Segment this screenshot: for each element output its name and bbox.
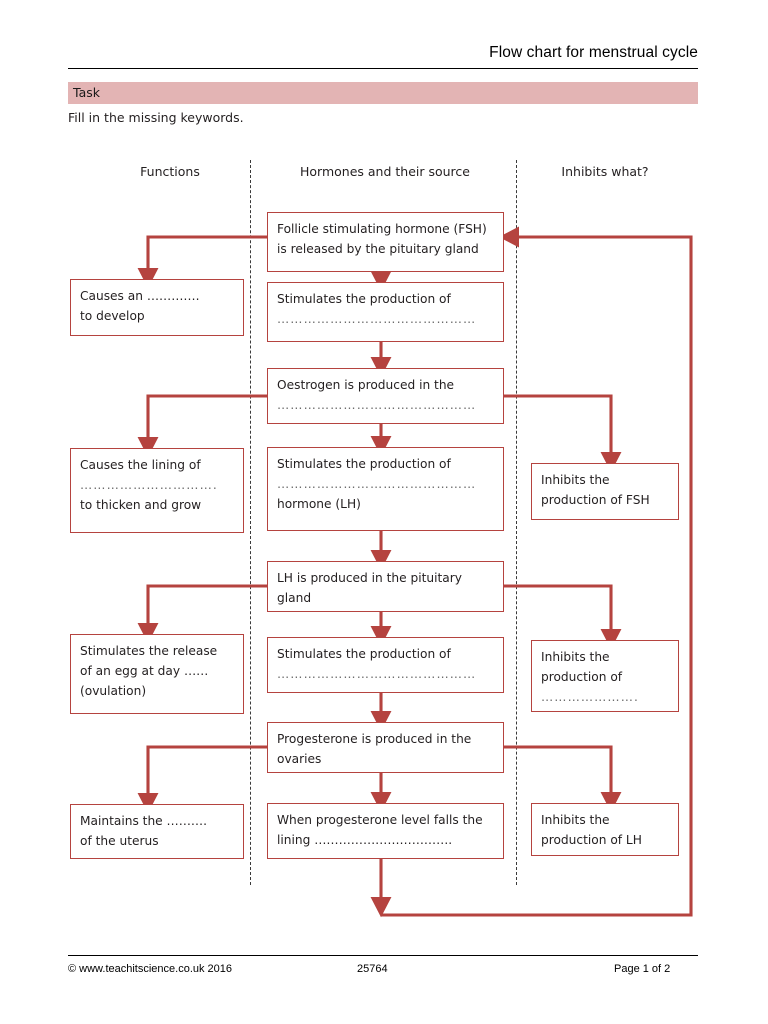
header-rule [68, 68, 698, 69]
box-line: Maintains the ………. [80, 814, 207, 828]
box-lh-stimulates[interactable]: Stimulates the production of ……………………………… [267, 637, 504, 693]
box-line: production of FSH [541, 492, 650, 507]
box-lh-inhibits[interactable]: Inhibits the production of …………………. [531, 640, 679, 712]
box-dotted-blank: …………………………. [80, 477, 218, 492]
box-line: lining ……………………………. [277, 832, 453, 847]
column-divider-right [516, 160, 517, 885]
column-divider-left [250, 160, 251, 885]
box-dotted-blank: ……………………………………… [277, 397, 477, 412]
box-oestrogen-function[interactable]: Causes the lining of …………………………. to thic… [70, 448, 244, 533]
footer-resource-id: 25764 [357, 963, 388, 975]
box-oestrogen-stimulates[interactable]: Stimulates the production of ……………………………… [267, 447, 504, 531]
box-fsh-source[interactable]: Follicle stimulating hormone (FSH) is re… [267, 212, 504, 272]
box-line: Progesterone is produced in the [277, 732, 472, 746]
box-line: Inhibits the [541, 813, 610, 827]
box-line: of an egg at day …… [80, 663, 209, 678]
box-lh-function[interactable]: Stimulates the release of an egg at day … [70, 634, 244, 714]
box-line: Oestrogen is produced in the [277, 378, 455, 392]
box-progesterone-inhibits[interactable]: Inhibits the production of LH [531, 803, 679, 856]
box-fsh-function[interactable]: Causes an …………. to develop [70, 279, 244, 336]
column-header-inhibits: Inhibits what? [561, 164, 649, 179]
box-line: ovaries [277, 751, 322, 766]
box-line: LH is produced in the pituitary [277, 571, 462, 585]
task-instruction: Fill in the missing keywords. [68, 110, 244, 125]
box-progesterone-function[interactable]: Maintains the ………. of the uterus [70, 804, 244, 859]
box-line: Causes the lining of [80, 458, 201, 472]
task-banner: Task [68, 82, 698, 104]
box-line: to develop [80, 308, 145, 323]
box-progesterone-source[interactable]: Progesterone is produced in the ovaries [267, 722, 504, 773]
task-label: Task [73, 85, 100, 100]
box-oestrogen-inhibits[interactable]: Inhibits the production of FSH [531, 463, 679, 520]
box-oestrogen-source[interactable]: Oestrogen is produced in the ……………………………… [267, 368, 504, 424]
footer-page-number: Page 1 of 2 [614, 963, 671, 975]
column-header-functions: Functions [140, 164, 200, 179]
box-dotted-blank: ……………………………………… [277, 476, 477, 491]
box-line: Stimulates the production of [277, 647, 451, 661]
box-line: hormone (LH) [277, 496, 361, 511]
box-line: production of LH [541, 832, 642, 847]
box-line: is released by the pituitary gland [277, 241, 479, 256]
box-line: Stimulates the production of [277, 292, 451, 306]
box-line: Stimulates the production of [277, 457, 451, 471]
box-line: Stimulates the release [80, 644, 218, 658]
box-line: production of [541, 669, 623, 684]
box-line: of the uterus [80, 833, 159, 848]
box-lh-source[interactable]: LH is produced in the pituitary gland [267, 561, 504, 612]
column-header-hormones: Hormones and their source [300, 164, 470, 179]
box-dotted-blank: ……………………………………… [277, 311, 477, 326]
box-line: gland [277, 590, 312, 605]
footer-copyright: © www.teachitscience.co.uk 2016 [68, 963, 233, 975]
footer-rule [68, 955, 698, 956]
box-line: to thicken and grow [80, 497, 202, 512]
box-line: Inhibits the [541, 650, 610, 664]
box-line: Follicle stimulating hormone (FSH) [277, 222, 487, 236]
box-line: Inhibits the [541, 473, 610, 487]
box-progesterone-falls[interactable]: When progesterone level falls the lining… [267, 803, 504, 859]
box-dotted-blank: ……………………………………… [277, 666, 477, 681]
box-line: (ovulation) [80, 683, 147, 698]
box-line: When progesterone level falls the [277, 813, 483, 827]
box-dotted-blank: …………………. [541, 689, 639, 704]
box-line: Causes an …………. [80, 289, 200, 303]
page-title: Flow chart for menstrual cycle [489, 44, 698, 61]
box-fsh-stimulates[interactable]: Stimulates the production of ……………………………… [267, 282, 504, 342]
